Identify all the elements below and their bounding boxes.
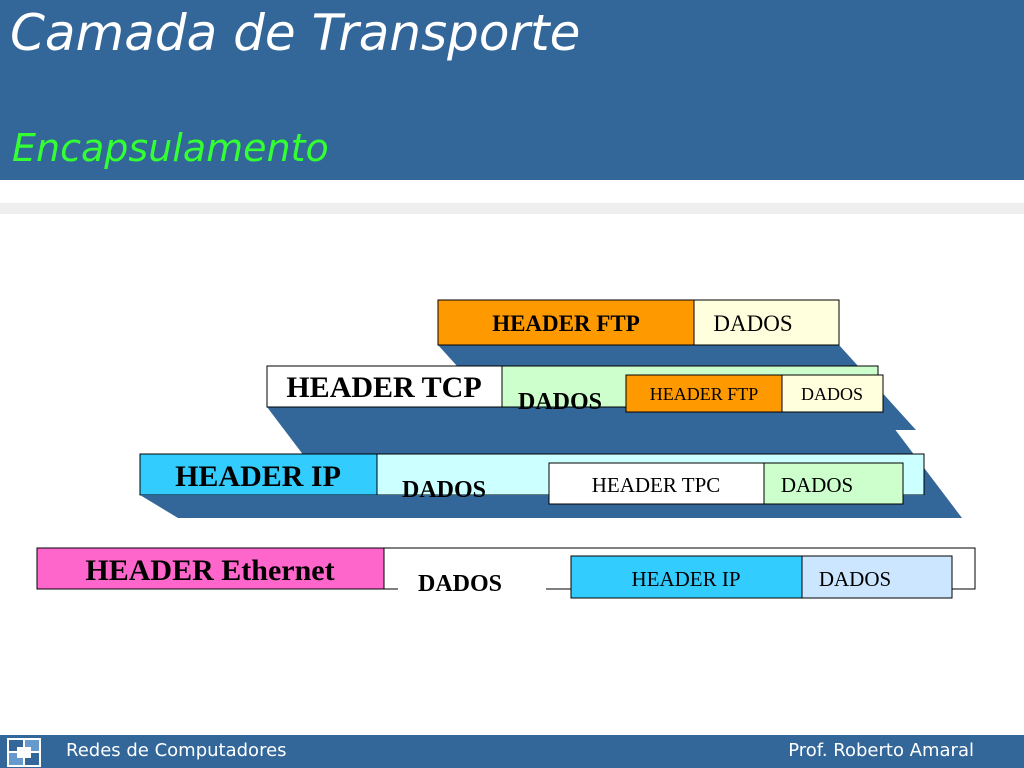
ethernet-data-label: DADOS	[418, 571, 502, 597]
tcp-inner-data-label: DADOS	[801, 384, 863, 404]
ftp-data-box	[693, 299, 840, 346]
ftp-header-box	[437, 299, 695, 346]
ip-inner-data-label: DADOS	[781, 473, 853, 497]
slide-subtitle: Encapsulamento	[12, 126, 329, 170]
tcp-inner-data-box	[781, 374, 884, 413]
ethernet-header-box	[36, 547, 385, 590]
tcp-header-box	[266, 365, 503, 408]
tcp-inner-header-box	[625, 374, 783, 413]
tcp-inner-header-label: HEADER FTP	[650, 384, 759, 404]
ip-layer: HEADER IP DADOS HEADER TPC DADOS	[139, 453, 962, 518]
ethernet-data-label-bg	[398, 566, 546, 600]
logo-icon	[7, 738, 41, 767]
ftp-data-label: DADOS	[713, 311, 792, 336]
ip-data-label: DADOS	[402, 477, 486, 503]
ftp-header-label: HEADER FTP	[492, 311, 640, 336]
ethernet-inner-data-box	[801, 555, 953, 599]
ethernet-inner-data-label: DADOS	[819, 567, 891, 591]
ip-header-box	[139, 453, 378, 496]
footer-bar: Redes de Computadores Prof. Roberto Amar…	[0, 735, 1024, 768]
footer-author: Prof. Roberto Amaral	[788, 740, 974, 761]
tcp-data-label: DADOS	[518, 389, 602, 415]
ip-inner-header-box	[548, 462, 765, 505]
ip-inner-header-label: HEADER TPC	[592, 473, 721, 497]
footer-course: Redes de Computadores	[66, 740, 287, 761]
separator-strip	[0, 203, 1024, 214]
tcp-header-label: HEADER TCP	[286, 371, 481, 404]
ethernet-layer: HEADER Ethernet DADOS HEADER IP DADOS	[36, 547, 976, 600]
ethernet-inner-header-label: HEADER IP	[631, 567, 740, 591]
ip-inner-data-box	[763, 462, 904, 505]
ethernet-header-label: HEADER Ethernet	[85, 554, 334, 587]
ip-header-label: HEADER IP	[175, 460, 341, 493]
ethernet-inner-header-box	[570, 555, 803, 599]
title-band: Camada de Transporte Encapsulamento	[0, 0, 1024, 180]
slide-title: Camada de Transporte	[10, 4, 581, 62]
